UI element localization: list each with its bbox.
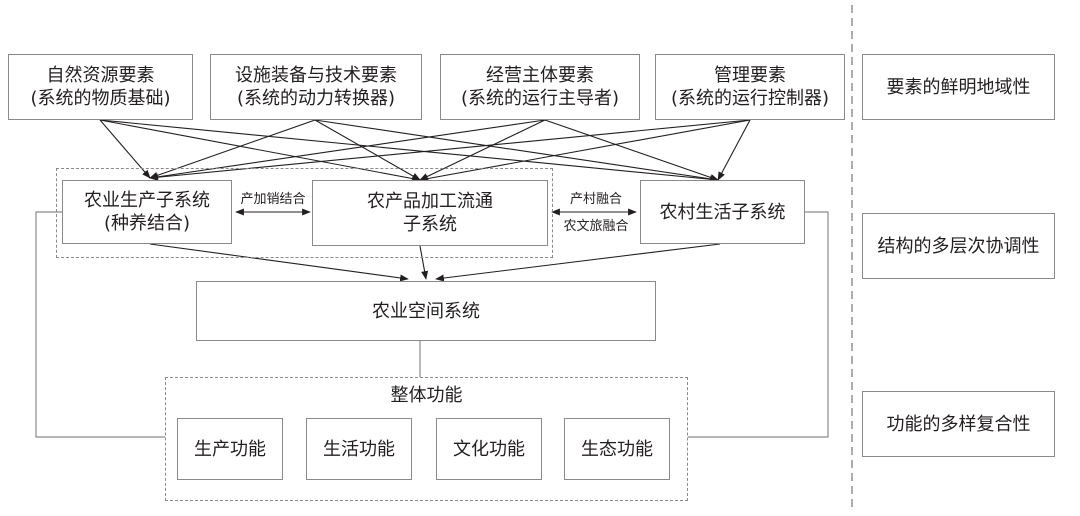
subsystem-production: 农业生产子系统 (种养结合) — [62, 180, 232, 244]
property-regional: 要素的鲜明地域性 — [862, 54, 1055, 120]
subsystem-living: 农村生活子系统 — [640, 180, 805, 244]
element-arrows — [99, 119, 751, 183]
frame-lines — [35, 211, 829, 438]
element-natural-resources: 自然资源要素 (系统的物质基础) — [8, 54, 193, 120]
element-equipment-technology: 设施装备与技术要素 (系统的动力转换器) — [210, 54, 422, 120]
link-label-agri-culture-tourism: 农文旅融合 — [563, 219, 629, 234]
production-processing-group — [56, 168, 553, 258]
subsystem-arrows — [149, 208, 721, 282]
function-living: 生活功能 — [306, 418, 412, 480]
element-operating-entity: 经营主体要素 (系统的运行主导者) — [440, 54, 640, 120]
function-ecology: 生态功能 — [564, 418, 670, 480]
overall-function-group — [165, 377, 688, 501]
link-label-village-integration: 产村融合 — [569, 192, 622, 207]
property-structure: 结构的多层次协调性 — [862, 213, 1055, 279]
overall-function-title: 整体功能 — [390, 385, 463, 406]
link-label-prod-proc: 产加销结合 — [240, 192, 306, 207]
property-function: 功能的多样复合性 — [862, 391, 1055, 457]
function-production: 生产功能 — [177, 418, 283, 480]
subsystem-processing: 农产品加工流通 子系统 — [312, 180, 548, 246]
element-management: 管理要素 (系统的运行控制器) — [655, 54, 845, 120]
agricultural-space-system: 农业空间系统 — [196, 281, 656, 341]
function-culture: 文化功能 — [436, 418, 542, 480]
